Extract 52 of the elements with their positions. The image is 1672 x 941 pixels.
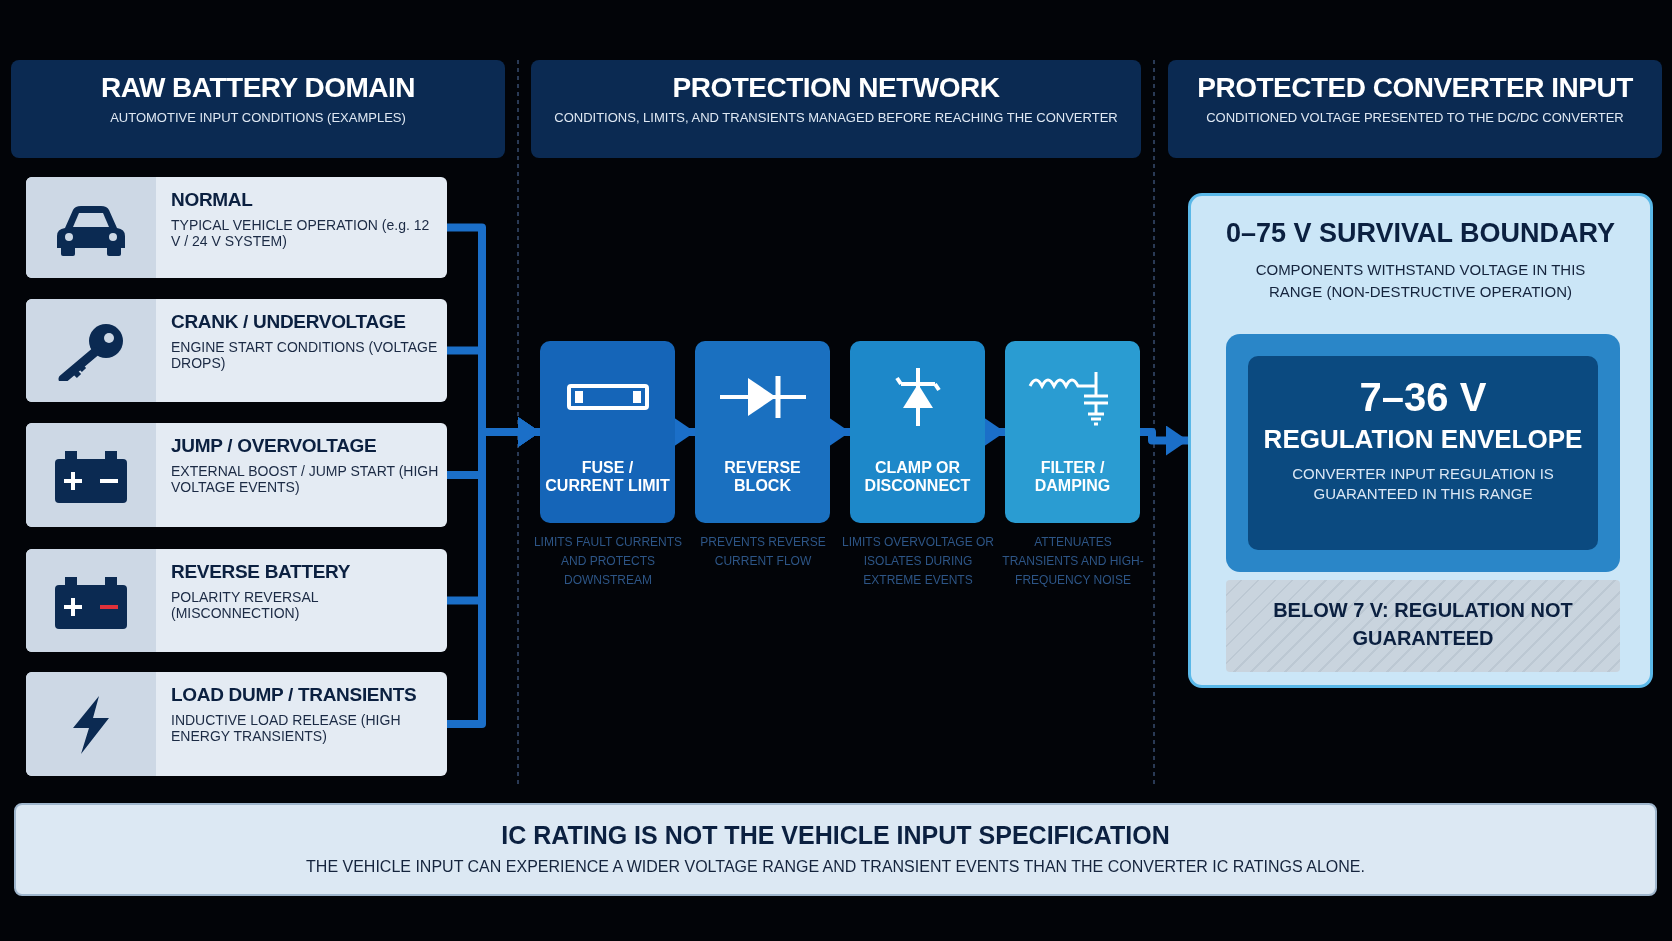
- block-title: FILTER / DAMPING: [1033, 459, 1112, 495]
- condition-title: REVERSE BATTERY: [171, 561, 351, 583]
- block-caption: LIMITS OVERVOLTAGE OR ISOLATES DURING EXTREME EVENTS: [840, 534, 995, 589]
- arrow: [828, 417, 850, 447]
- voltage-range: 7–36 V: [1359, 374, 1487, 420]
- condition-title: LOAD DUMP / TRANSIENTS: [171, 684, 417, 706]
- boundary-title: 0–75 V SURVIVAL BOUNDARY: [1225, 218, 1616, 249]
- condition-title: JUMP / OVERVOLTAGE: [171, 435, 377, 457]
- block-caption: LIMITS FAULT CURRENTS AND PROTECTS DOWNSTREAM: [532, 534, 684, 589]
- block-caption: PREVENTS REVERSE CURRENT FLOW: [699, 534, 827, 570]
- envelope-title: REGULATION ENVELOPE: [1263, 424, 1583, 454]
- section-subtitle: CONDITIONED VOLTAGE PRESENTED TO THE DC/DC CONVERTER: [1205, 110, 1625, 125]
- block-title: FUSE / CURRENT LIMIT: [544, 459, 671, 495]
- survival-boundary-panel: [1188, 193, 1653, 688]
- section-subtitle: CONDITIONS, LIMITS, AND TRANSIENTS MANAGED BEFORE REACHING THE CONVERTER: [553, 110, 1119, 125]
- note-banner: [14, 803, 1657, 896]
- protection-block: [1005, 341, 1140, 523]
- section-title: RAW BATTERY DOMAIN: [101, 72, 415, 104]
- zone-label: BELOW 7 V: REGULATION NOT GUARANTEED: [1272, 598, 1574, 651]
- header-panel: [531, 60, 1141, 158]
- block-caption: ATTENUATES TRANSIENTS AND HIGH-FREQUENCY NOISE: [1001, 534, 1145, 589]
- condition-card: [26, 177, 447, 278]
- block-title: REVERSE BLOCK: [723, 459, 802, 495]
- condition-description: INDUCTIVE LOAD RELEASE (HIGH ENERGY TRANSIENTS): [171, 712, 402, 744]
- condition-card: [26, 423, 447, 527]
- condition-description: EXTERNAL BOOST / JUMP START (HIGH VOLTAGE EVENTS): [171, 463, 439, 495]
- arrow: [673, 417, 695, 447]
- protection-block: [540, 341, 675, 523]
- section-title: PROTECTED CONVERTER INPUT: [1197, 72, 1633, 104]
- header-panel: [11, 60, 505, 158]
- condition-card: [26, 549, 447, 652]
- arrow: [983, 417, 1005, 447]
- hatched-zone: [1226, 580, 1620, 672]
- block-title: CLAMP OR DISCONNECT: [863, 459, 972, 495]
- protection-block: [695, 341, 830, 523]
- section-title: PROTECTION NETWORK: [672, 72, 1000, 104]
- condition-description: TYPICAL VEHICLE OPERATION (e.g. 12 V / 24 V SYSTEM): [171, 217, 431, 249]
- condition-card: [26, 672, 447, 776]
- boundary-description: COMPONENTS WITHSTAND VOLTAGE IN THIS RANGE (NON-DESTRUCTIVE OPERATION): [1254, 260, 1587, 302]
- regulation-envelope-box: [1226, 334, 1620, 572]
- note-text: THE VEHICLE INPUT CAN EXPERIENCE A WIDER VOLTAGE RANGE AND TRANSIENT EVENTS THAN THE CONVERTER IC RATINGS ALONE.: [306, 858, 1365, 876]
- condition-description: POLARITY REVERSAL (MISCONNECTION): [171, 589, 320, 621]
- protection-block: [850, 341, 985, 523]
- condition-card: [26, 299, 447, 402]
- condition-title: NORMAL: [171, 189, 253, 211]
- header-panel: [1168, 60, 1662, 158]
- note-title: IC RATING IS NOT THE VEHICLE INPUT SPECIFICATION: [501, 821, 1170, 850]
- arrow: [1140, 425, 1188, 456]
- section-subtitle: AUTOMOTIVE INPUT CONDITIONS (EXAMPLES): [109, 110, 407, 125]
- condition-description: ENGINE START CONDITIONS (VOLTAGE DROPS): [171, 339, 439, 371]
- envelope-description: CONVERTER INPUT REGULATION IS GUARANTEED IN THIS RANGE: [1291, 464, 1555, 504]
- condition-title: CRANK / UNDERVOLTAGE: [171, 311, 406, 333]
